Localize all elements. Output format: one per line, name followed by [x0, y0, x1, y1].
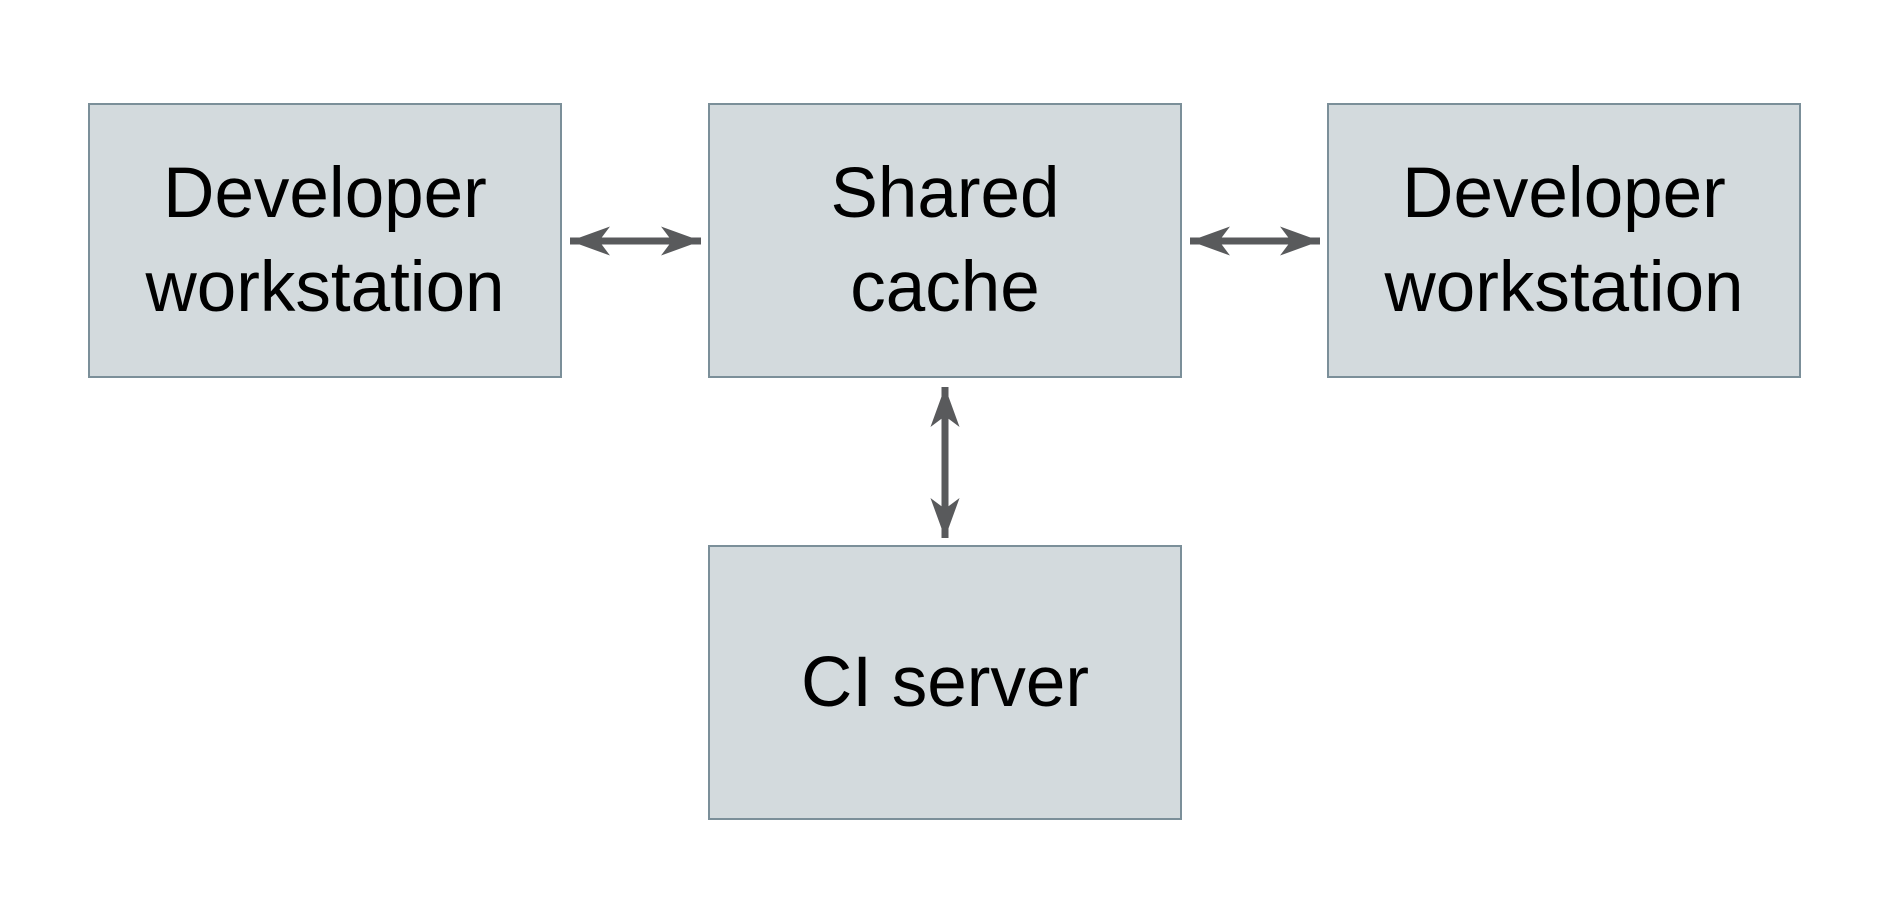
node-developer-workstation-left: Developer workstation	[88, 103, 562, 378]
node-label: Developer workstation	[145, 153, 505, 327]
node-label: CI server	[801, 642, 1089, 722]
node-shared-cache: Shared cache	[708, 103, 1182, 378]
node-ci-server: CI server	[708, 545, 1182, 820]
node-developer-workstation-right: Developer workstation	[1327, 103, 1801, 378]
node-label: Shared cache	[830, 153, 1060, 327]
node-label: Developer workstation	[1384, 153, 1744, 327]
